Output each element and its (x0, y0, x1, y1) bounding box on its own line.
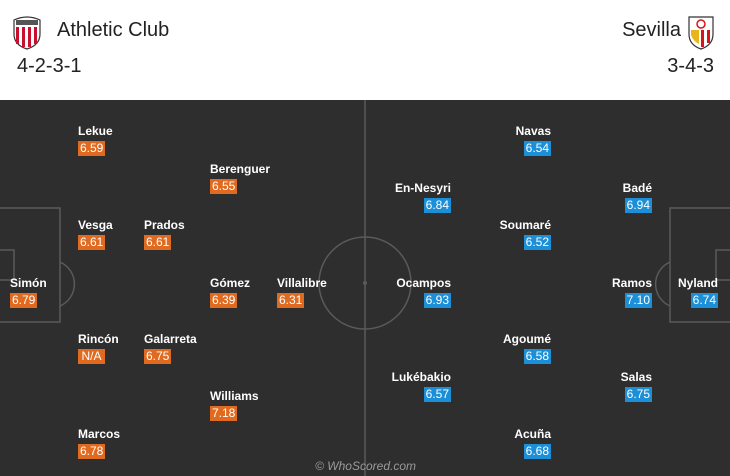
player-name: Acuña (514, 427, 551, 441)
player-rating: N/A (78, 349, 105, 364)
player-rating: 6.61 (144, 235, 172, 250)
away-player[interactable]: Ramos 7.10 (572, 276, 652, 316)
whoscored-watermark: © WhoScored.com (315, 459, 416, 473)
away-player[interactable]: Lukébakio 6.57 (371, 370, 451, 410)
away-player[interactable]: Nyland 6.74 (638, 276, 718, 316)
away-player[interactable]: Soumaré 6.52 (471, 218, 551, 258)
home-player[interactable]: Villalibre 6.31 (277, 276, 357, 316)
player-rating: 6.61 (78, 235, 106, 250)
home-player[interactable]: Simón 6.79 (10, 276, 90, 316)
home-formation: 4-2-3-1 (17, 55, 82, 77)
home-player[interactable]: Marcos 6.78 (78, 427, 158, 467)
player-rating: 6.59 (78, 141, 106, 156)
away-player[interactable]: Agoumé 6.58 (471, 332, 551, 372)
player-name: Ocampos (396, 276, 451, 290)
match-header: Athletic Club 4-2-3-1 Sevilla 3-4-3 (0, 0, 730, 100)
player-name: Salas (620, 370, 652, 384)
player-name: Agoumé (503, 332, 551, 346)
player-rating: 6.84 (423, 198, 451, 213)
away-formation: 3-4-3 (667, 55, 714, 77)
away-player[interactable]: En-Nesyri 6.84 (371, 181, 451, 221)
player-rating: 6.58 (523, 349, 551, 364)
away-player[interactable]: Badé 6.94 (572, 181, 652, 221)
player-rating: 7.10 (624, 293, 652, 308)
player-name: Lekue (78, 124, 113, 138)
player-name: Soumaré (499, 218, 551, 232)
player-name: Williams (210, 389, 259, 403)
home-player[interactable]: Berenguer 6.55 (210, 162, 290, 202)
home-player[interactable]: Lekue 6.59 (78, 124, 158, 164)
player-rating: 6.75 (624, 387, 652, 402)
player-name: Nyland (677, 276, 718, 290)
player-name: Villalibre (277, 276, 327, 290)
player-rating: 6.31 (277, 293, 305, 308)
sevilla-crest-icon (688, 16, 714, 50)
player-rating: 6.52 (523, 235, 551, 250)
player-rating: 6.78 (78, 444, 106, 459)
home-player[interactable]: Gómez 6.39 (210, 276, 290, 316)
away-player[interactable]: Navas 6.54 (471, 124, 551, 164)
player-rating: 7.18 (210, 406, 238, 421)
player-name: Simón (10, 276, 47, 290)
player-rating: 6.55 (210, 179, 238, 194)
home-player[interactable]: Prados 6.61 (144, 218, 224, 258)
pitch-markings (0, 100, 730, 476)
away-player[interactable]: Acuña 6.68 (471, 427, 551, 467)
home-player[interactable]: Williams 7.18 (210, 389, 290, 429)
home-player[interactable]: Vesga 6.61 (78, 218, 158, 258)
player-name: Badé (622, 181, 652, 195)
home-team-name[interactable]: Athletic Club (57, 19, 170, 41)
player-rating: 6.54 (523, 141, 551, 156)
player-name: En-Nesyri (394, 181, 451, 195)
player-name: Lukébakio (391, 370, 451, 384)
home-player[interactable]: Galarreta 6.75 (144, 332, 224, 372)
player-name: Vesga (78, 218, 113, 232)
player-rating: 6.57 (423, 387, 451, 402)
home-player[interactable]: Rincón N/A (78, 332, 158, 372)
player-rating: 6.39 (210, 293, 238, 308)
player-name: Galarreta (144, 332, 197, 346)
athletic-club-crest-icon (13, 16, 41, 50)
pitch: Lekue 6.59 Berenguer 6.55 Vesga 6.61 Pra… (0, 100, 730, 476)
player-name: Prados (144, 218, 185, 232)
player-name: Navas (515, 124, 551, 138)
player-rating: 6.75 (144, 349, 172, 364)
player-rating: 6.79 (10, 293, 38, 308)
player-rating: 6.94 (624, 198, 652, 213)
player-name: Ramos (611, 276, 652, 290)
player-name: Gómez (210, 276, 251, 290)
player-name: Rincón (78, 332, 119, 346)
player-name: Marcos (78, 427, 121, 441)
away-player[interactable]: Ocampos 6.93 (371, 276, 451, 316)
player-rating: 6.74 (690, 293, 718, 308)
player-rating: 6.68 (523, 444, 551, 459)
away-player[interactable]: Salas 6.75 (572, 370, 652, 410)
away-team-name[interactable]: Sevilla (622, 19, 681, 41)
player-name: Berenguer (210, 162, 271, 176)
player-rating: 6.93 (423, 293, 451, 308)
